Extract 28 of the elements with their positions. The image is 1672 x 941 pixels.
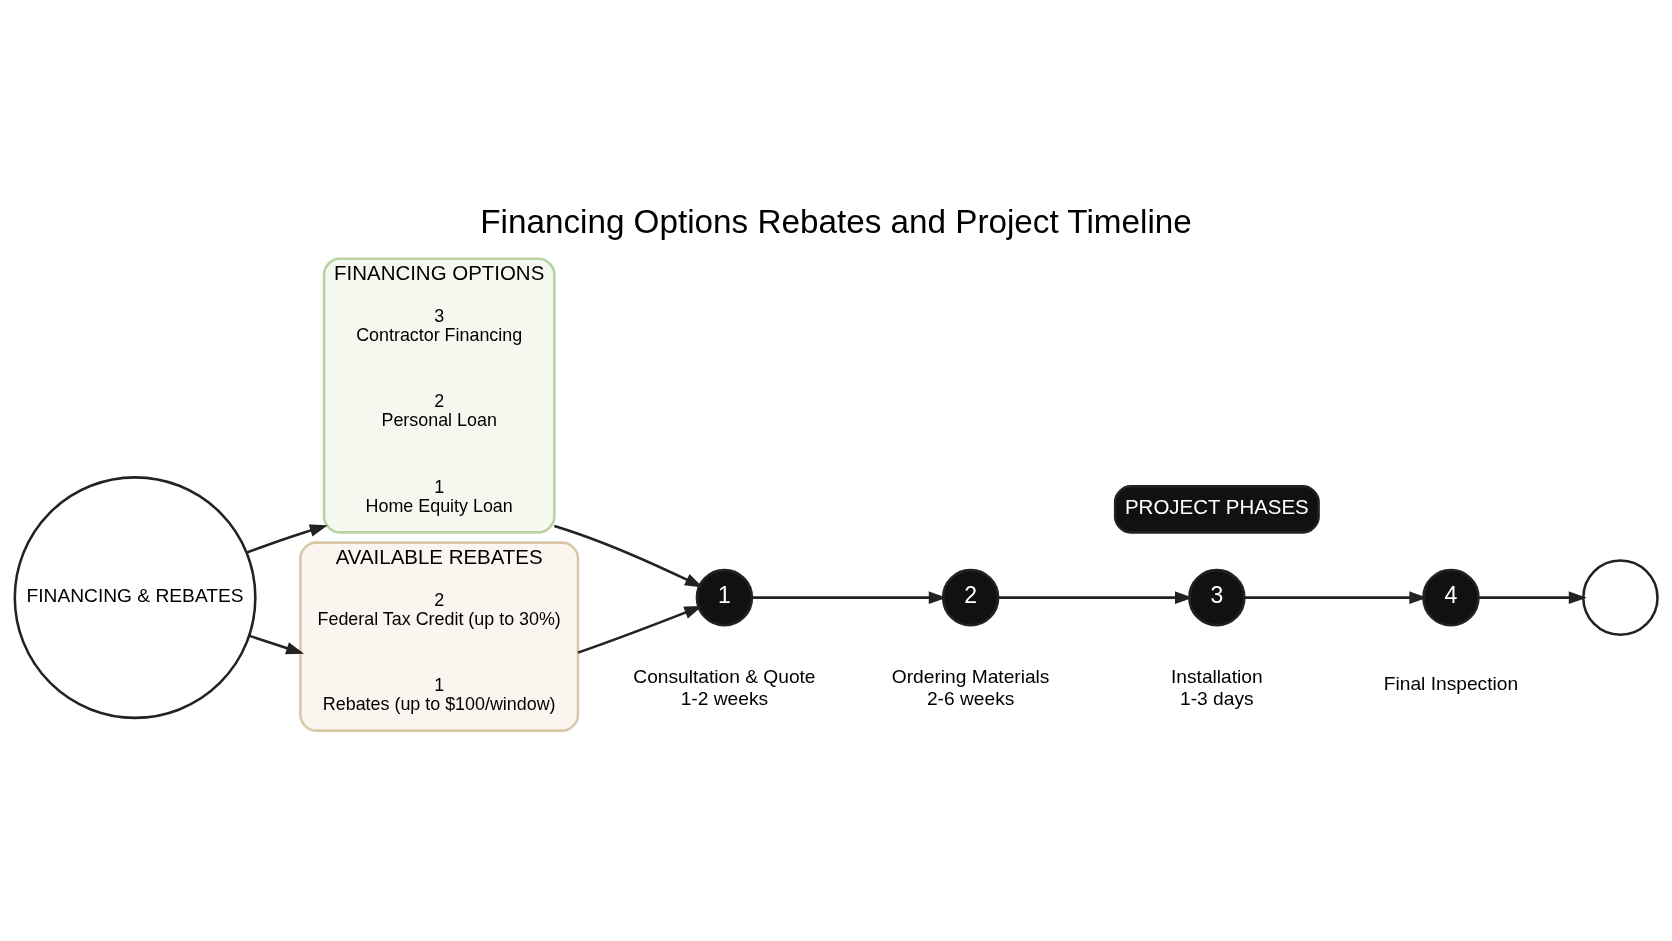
arrow — [246, 523, 328, 554]
arrow — [577, 605, 703, 654]
node-label: 1-3 days — [1180, 687, 1254, 709]
label: PROJECT PHASES — [1124, 494, 1309, 518]
node-label: Consultation & Quote — [633, 665, 816, 687]
node-circle: FINANCING & REBATES — [13, 475, 257, 719]
node-circle: 3 — [1188, 568, 1246, 626]
node-text: 2 Personal Loan — [381, 390, 497, 430]
node-circle: 2 — [941, 568, 1000, 626]
node-circle: 4 — [1422, 568, 1480, 626]
node-text: 1 Home Equity Loan — [365, 476, 513, 516]
node-label: Ordering Materials — [891, 665, 1050, 687]
node-label: 2-6 weeks — [926, 687, 1015, 709]
node-label: Installation — [1171, 665, 1263, 687]
node-circle: 1 — [695, 568, 754, 626]
node-label: 1-2 weeks — [680, 687, 769, 709]
node-text: 3 Contractor Financing — [356, 305, 523, 345]
node-text: 1 Rebates (up to $100/window) — [322, 674, 556, 714]
arrow — [553, 524, 703, 587]
arrow — [249, 634, 305, 654]
node-label: Final Inspection — [1383, 672, 1519, 694]
arrow — [1478, 590, 1587, 604]
arrow — [1244, 590, 1428, 604]
arrow — [998, 590, 1193, 604]
arrow — [752, 590, 947, 604]
node-circle — [1582, 558, 1659, 636]
diagram-title: Financing Options Rebates and Project Timeline — [480, 202, 1192, 240]
node-text: 2 Federal Tax Credit (up to 30%) — [317, 589, 561, 629]
